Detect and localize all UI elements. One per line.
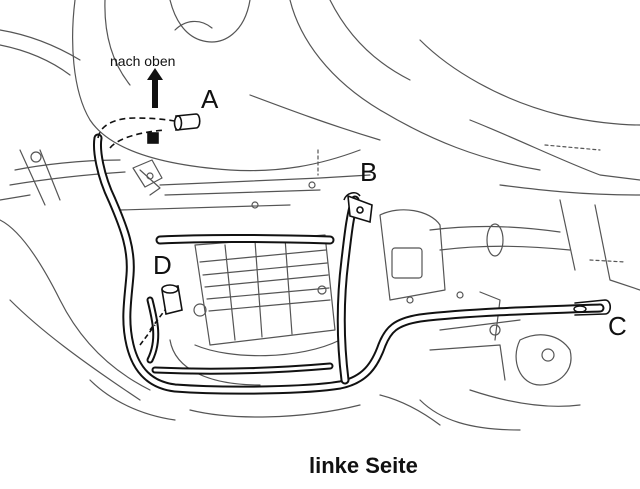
mount-a-bracket	[147, 113, 201, 144]
callout-c: C	[608, 311, 627, 341]
mount-d-bracket	[139, 284, 183, 346]
mount-b-bracket	[343, 191, 373, 224]
mount-a-dashed-guide	[97, 117, 181, 149]
callout-b: B	[360, 157, 378, 187]
crash-bar	[93, 133, 612, 395]
callout-d: D	[153, 250, 172, 280]
caption: linke Seite	[309, 453, 418, 478]
callout-a: A	[201, 84, 219, 114]
direction-note: nach oben	[110, 53, 176, 69]
arrow-up-icon	[147, 68, 163, 108]
